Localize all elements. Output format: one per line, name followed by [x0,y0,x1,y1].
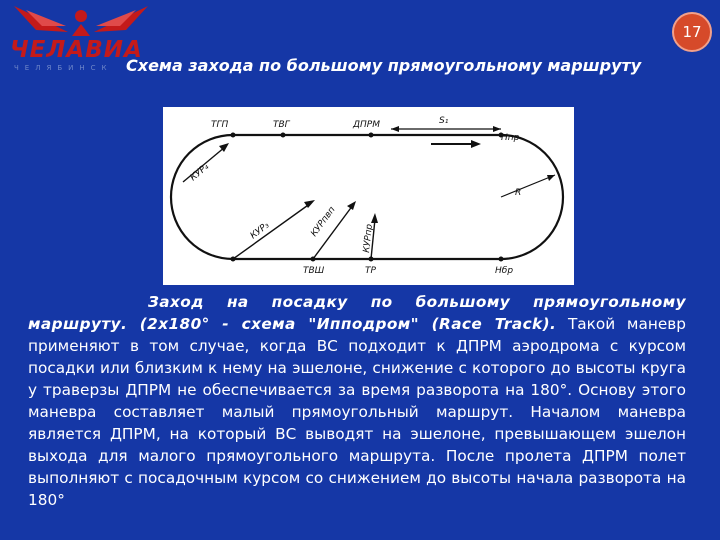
kur-pvp-arrow-icon [347,201,356,210]
label-tvg: ТВГ [273,120,291,130]
wings-emblem-icon [14,6,148,36]
kur4-line [182,146,226,183]
point-hnp [498,132,504,138]
body-lead: Заход на посадку по большому прямоугольн… [28,293,686,333]
kur4-arrow-icon [219,143,229,152]
label-r: R [515,188,521,198]
point-hbr [498,256,504,262]
body-paragraph: Заход на посадку по большому прямоугольн… [28,291,686,511]
label-kur-pr: КУРпр [362,223,375,253]
logo-text: ЧЕЛАВИА [10,37,143,63]
logo-tagline: ЧЕЛЯБИНСК [14,64,113,72]
kur-pvp-line [312,204,354,260]
label-tgp: ТГП [211,120,229,130]
label-tr: ТР [365,266,376,276]
label-kur3: КУР₃ [249,220,272,241]
label-hbr: Нбр [495,266,513,276]
radius-line [500,174,556,198]
kur3-line [232,202,312,260]
label-hnp: Нпр [501,133,520,143]
race-track-svg: ТГП ТВГ ДПРМ S₁ Нпр R КУР₄ КУР₃ КУРпвп К… [169,116,565,276]
slide-title: Схема захода по большому прямоугольному … [126,56,642,75]
s1-arrow-right-icon [493,126,501,132]
radius-arrow-icon [547,175,555,181]
point-dprm [368,132,374,138]
point-tgp [230,132,236,138]
body-text: Заход на посадку по большому прямоугольн… [28,291,686,511]
s1-arrow-left-icon [391,126,399,132]
label-tvsh: ТВШ [303,266,325,276]
label-kur-pvp: КУРпвп [309,205,337,239]
race-track-diagram: ТГП ТВГ ДПРМ S₁ Нпр R КУР₄ КУР₃ КУРпвп К… [163,107,574,285]
body-description: Такой маневр применяют в том случае, ког… [28,315,686,509]
point-tvg [280,132,286,138]
label-s1: S₁ [439,116,449,126]
course-arrow-icon [431,140,481,148]
kur3-arrow-icon [304,200,315,208]
label-kur4: КУР₄ [189,162,212,183]
slide-number-badge: 17 [672,12,712,52]
kur-pr-arrow-icon [371,213,378,223]
company-logo [6,2,156,72]
kur-pr-line [370,218,376,260]
label-dprm: ДПРМ [352,120,380,130]
